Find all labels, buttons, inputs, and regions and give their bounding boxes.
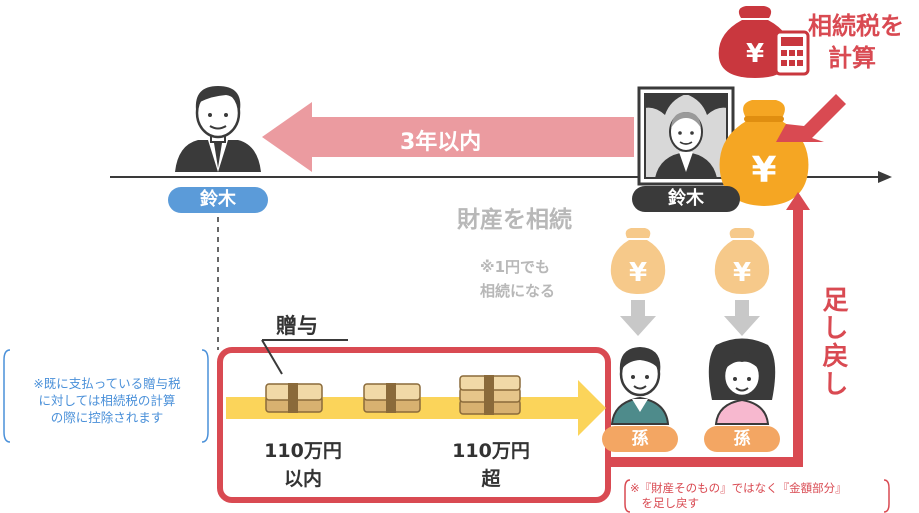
right-person-name: 鈴木	[632, 186, 740, 212]
money-stack-icon-1	[265, 383, 323, 413]
gift-tax-deduction-note: ※既に支払っている贈与税 に対しては相続税の計算 の際に控除されます	[33, 376, 181, 425]
money-left-amount: 110万円	[264, 440, 342, 462]
addback-label: 足し戻し	[818, 286, 848, 398]
inherit-note-line1: ※1円でも	[480, 258, 551, 276]
gift-label: 贈与	[276, 314, 318, 338]
down-arrow-1	[620, 300, 656, 336]
yen-glyph: ¥	[629, 258, 647, 288]
calc-title-line2: 計算	[828, 44, 876, 72]
grandchild-badge-1: 孫	[602, 426, 678, 452]
yen-glyph-small: ¥	[746, 39, 764, 69]
inherited-money-bag-icon-2: ¥	[714, 228, 770, 294]
period-arrow	[262, 102, 634, 172]
money-left-condition: 以内	[283, 468, 322, 490]
left-person-icon	[175, 86, 261, 172]
money-stack-icon-2	[363, 383, 421, 413]
period-label: 3年以内	[400, 130, 482, 155]
addback-note: ※『財産そのもの』ではなく『金額部分』 を足し戻す	[630, 481, 847, 510]
left-person-name: 鈴木	[168, 187, 268, 213]
inherit-label: 財産を相続	[457, 207, 572, 233]
inherited-money-bag-icon-1: ¥	[610, 228, 666, 294]
inherit-note-line2: 相続になる	[480, 282, 556, 300]
calc-title-line1: 相続税を	[808, 12, 904, 40]
gift-label-pointer	[261, 339, 283, 375]
grandchild-girl-icon	[708, 338, 776, 425]
deceased-portrait-icon	[637, 86, 735, 186]
gift-section-frame	[217, 347, 611, 503]
yen-glyph: ¥	[751, 150, 776, 191]
yen-glyph: ¥	[733, 258, 751, 288]
grandchild-badge-2: 孫	[704, 426, 780, 452]
down-arrow-2	[724, 300, 760, 336]
grandchild-boy-icon	[610, 347, 670, 425]
calc-arrow	[776, 94, 846, 142]
money-right-condition: 超	[481, 468, 501, 490]
tax-calc-icon: ¥	[718, 6, 810, 78]
money-right-amount: 110万円	[452, 440, 530, 462]
money-stack-icon-3	[459, 375, 521, 415]
addback-arrow	[610, 206, 803, 467]
